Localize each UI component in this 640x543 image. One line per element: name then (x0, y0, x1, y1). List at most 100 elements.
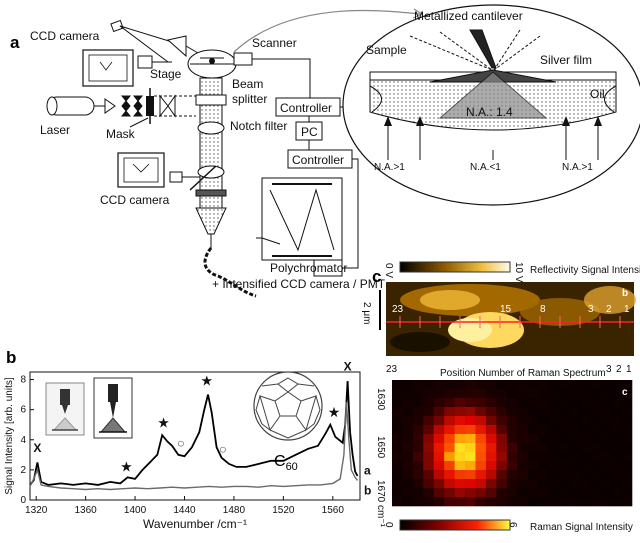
label-oil: Oil (590, 87, 605, 101)
raman-map-cell (496, 434, 508, 444)
raman-map-cell (444, 461, 455, 471)
raman-map-cell (496, 461, 508, 471)
raman-map-cell (621, 434, 633, 444)
raman-map-cell (506, 470, 518, 480)
scale-label: 2 μm (361, 302, 372, 324)
label-ccd-camera-bottom: CCD camera (100, 193, 170, 207)
reflect-bar-max: 10 V (513, 262, 524, 283)
panel-a: a CCD camera Stage Sca (10, 4, 640, 298)
raman-map-cell (433, 452, 445, 462)
raman-map-cell (621, 488, 633, 498)
y-tick-label-4: 4 (20, 435, 26, 446)
raman-map-cell (600, 479, 612, 489)
label-notch-filter: Notch filter (230, 119, 287, 133)
x-tick-label-1320: 1320 (25, 505, 48, 516)
raman-map-cell (433, 425, 445, 435)
raman-map-cell (506, 398, 518, 408)
raman-map-cell (527, 461, 539, 471)
raman-map-cell (590, 443, 601, 453)
raman-map-cell (475, 479, 487, 489)
series-line-b (29, 402, 359, 491)
raman-map-cell (402, 470, 414, 480)
raman-map-cell (423, 407, 435, 417)
raman-map-cell (538, 452, 549, 462)
raman-map-cell (454, 434, 466, 444)
raman-map-cell (611, 479, 622, 489)
label-controller-1: Controller (280, 101, 332, 115)
raman-map-cell (527, 380, 539, 390)
raman-map-cell (600, 461, 612, 471)
label-polychromator: Polychromator (270, 261, 347, 275)
raman-map-cell (538, 497, 549, 507)
raman-map-cell (527, 416, 539, 426)
raman-map-cell (423, 497, 435, 507)
raman-map-cell (465, 407, 476, 417)
raman-map-cell (538, 380, 549, 390)
raman-map-cell (454, 452, 466, 462)
raman-map-cell (517, 425, 528, 435)
strip-number-8: 8 (540, 304, 546, 315)
inset-tip-enhanced (342, 4, 640, 206)
raman-map-cell (611, 380, 622, 390)
raman-map-cell (517, 398, 528, 408)
raman-map-cell (558, 470, 570, 480)
raman-map-cell (548, 407, 560, 417)
raman-map-cell (475, 425, 487, 435)
raman-map-cell (579, 389, 591, 399)
raman-map-cell (506, 407, 518, 417)
raman-map-cell (517, 443, 528, 453)
raman-map-cell (454, 461, 466, 471)
raman-map-cell (579, 407, 591, 417)
raman-map-cell (506, 416, 518, 426)
raman-map-cell (465, 461, 476, 471)
raman-map-cell (579, 497, 591, 507)
raman-map-cell (433, 416, 445, 426)
c60-molecule-icon (253, 371, 323, 441)
raman-map-cell (392, 407, 403, 417)
raman-map-cell (600, 470, 612, 480)
peak-marker-2: ○ (177, 435, 185, 450)
raman-map-cell (579, 479, 591, 489)
stage-icon (187, 49, 237, 79)
raman-map-cell (433, 488, 445, 498)
raman-map-cell (579, 398, 591, 408)
raman-bar-max: 6 (507, 522, 518, 528)
raman-map-cell (548, 443, 560, 453)
controller-box-1: Controller (275, 97, 341, 117)
raman-map-cell (548, 452, 560, 462)
raman-map-cell (558, 407, 570, 417)
raman-map-cell (423, 488, 435, 498)
raman-map-cell (600, 452, 612, 462)
raman-map-cell (475, 380, 487, 390)
raman-map-cell (506, 488, 518, 498)
x-tick-label-1560: 1560 (322, 505, 345, 516)
raman-map-cell (611, 461, 622, 471)
raman-map-cell (611, 497, 622, 507)
raman-map-cell (611, 389, 622, 399)
row-label-left: 23 (386, 364, 398, 375)
raman-map-cell (475, 488, 487, 498)
raman-map-cell (412, 416, 424, 426)
y-tick-label-0: 0 (20, 495, 26, 506)
raman-bar-min: 0 (383, 522, 394, 528)
raman-map-cell (538, 434, 549, 444)
raman-map-cell (465, 398, 476, 408)
raman-map-cell (621, 497, 633, 507)
raman-map-cell (433, 470, 445, 480)
chart-frame (29, 371, 361, 501)
raman-map-cell (517, 452, 528, 462)
polychromator-box (256, 177, 343, 277)
raman-map-cell (465, 416, 476, 426)
raman-map-cell (412, 470, 424, 480)
raman-map-cell (621, 461, 633, 471)
ccd-camera-top-icon (82, 49, 172, 87)
raman-map-cell (412, 398, 424, 408)
raman-map-cell (433, 497, 445, 507)
raman-map-cell (496, 479, 508, 489)
raman-map-cell (538, 389, 549, 399)
raman-map-cell (579, 443, 591, 453)
raman-map-cell (465, 389, 476, 399)
strip-number-15: 15 (500, 304, 512, 315)
label-metallized-cantilever: Metallized cantilever (414, 9, 523, 23)
raman-map-cell (569, 497, 581, 507)
